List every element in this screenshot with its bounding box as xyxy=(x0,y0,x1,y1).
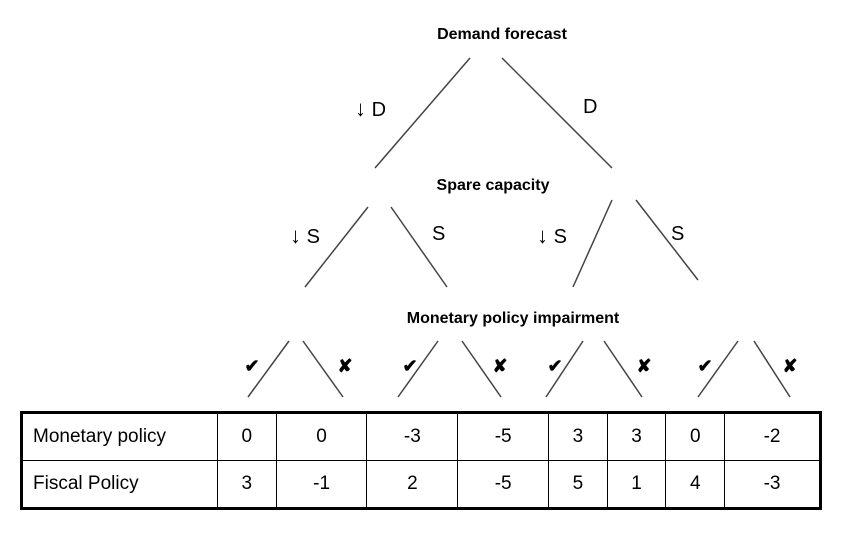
cell: -5 xyxy=(457,460,550,509)
label-spare-1: S xyxy=(432,223,446,245)
cell: -5 xyxy=(457,412,550,461)
cross-icon: ✘ xyxy=(782,356,798,376)
label-spare-down-2: ↓ S xyxy=(537,223,567,249)
row-label: Fiscal Policy xyxy=(21,460,218,509)
cell: -3 xyxy=(366,412,459,461)
branch-spare-down-2 xyxy=(572,199,613,288)
branch-no-4 xyxy=(753,340,791,398)
cell: 0 xyxy=(217,412,277,461)
branch-demand xyxy=(501,57,613,169)
check-icon: ✔ xyxy=(402,356,418,376)
label-demand: D xyxy=(583,96,598,118)
cell: 0 xyxy=(665,412,726,461)
cell: 3 xyxy=(217,460,277,509)
branch-yes-3 xyxy=(545,340,584,398)
check-icon: ✔ xyxy=(547,356,563,376)
label-spare-2: S xyxy=(671,223,685,245)
branch-spare-down-1 xyxy=(304,206,369,288)
cell: 3 xyxy=(606,412,667,461)
branch-yes-4 xyxy=(697,340,739,398)
check-icon: ✔ xyxy=(697,356,713,376)
heading-spare-capacity: Spare capacity xyxy=(436,177,550,194)
cell: 2 xyxy=(366,460,459,509)
down-arrow-icon: ↓ xyxy=(290,223,301,248)
cross-icon: ✘ xyxy=(636,356,652,376)
cell: 0 xyxy=(275,412,368,461)
down-arrow-icon: ↓ xyxy=(355,96,366,121)
label-text: D xyxy=(371,99,387,121)
label-spare-down-1: ↓ S xyxy=(290,223,320,249)
check-icon: ✔ xyxy=(244,356,260,376)
cell: 1 xyxy=(606,460,667,509)
branch-spare-2 xyxy=(635,199,699,281)
policy-table: Monetary policy 0 0 -3 -5 3 3 0 -2 Fisca… xyxy=(20,411,822,510)
branch-no-3 xyxy=(603,340,643,398)
label-text: S xyxy=(306,226,320,248)
cell: 5 xyxy=(548,460,608,509)
cell: 4 xyxy=(665,460,726,509)
table-row-monetary: Monetary policy 0 0 -3 -5 3 3 0 -2 xyxy=(21,412,821,461)
branch-yes-2 xyxy=(397,340,439,398)
branch-spare-1 xyxy=(390,206,448,288)
table-row-fiscal: Fiscal Policy 3 -1 2 -5 5 1 4 -3 xyxy=(21,460,821,509)
branch-no-2 xyxy=(461,340,502,398)
cell: 3 xyxy=(548,412,608,461)
cell: -3 xyxy=(724,460,821,509)
branch-no-1 xyxy=(302,340,344,398)
label-text: S xyxy=(553,226,567,248)
cross-icon: ✘ xyxy=(337,356,353,376)
branch-yes-1 xyxy=(247,340,290,398)
label-demand-down: ↓ D xyxy=(355,96,386,122)
down-arrow-icon: ↓ xyxy=(537,223,548,248)
cross-icon: ✘ xyxy=(492,356,508,376)
branch-demand-down xyxy=(374,57,471,169)
cell: -1 xyxy=(275,460,368,509)
heading-monetary-policy-impairment: Monetary policy impairment xyxy=(406,310,620,327)
heading-demand-forecast: Demand forecast xyxy=(437,26,567,43)
row-label: Monetary policy xyxy=(21,412,218,461)
cell: -2 xyxy=(724,412,821,461)
